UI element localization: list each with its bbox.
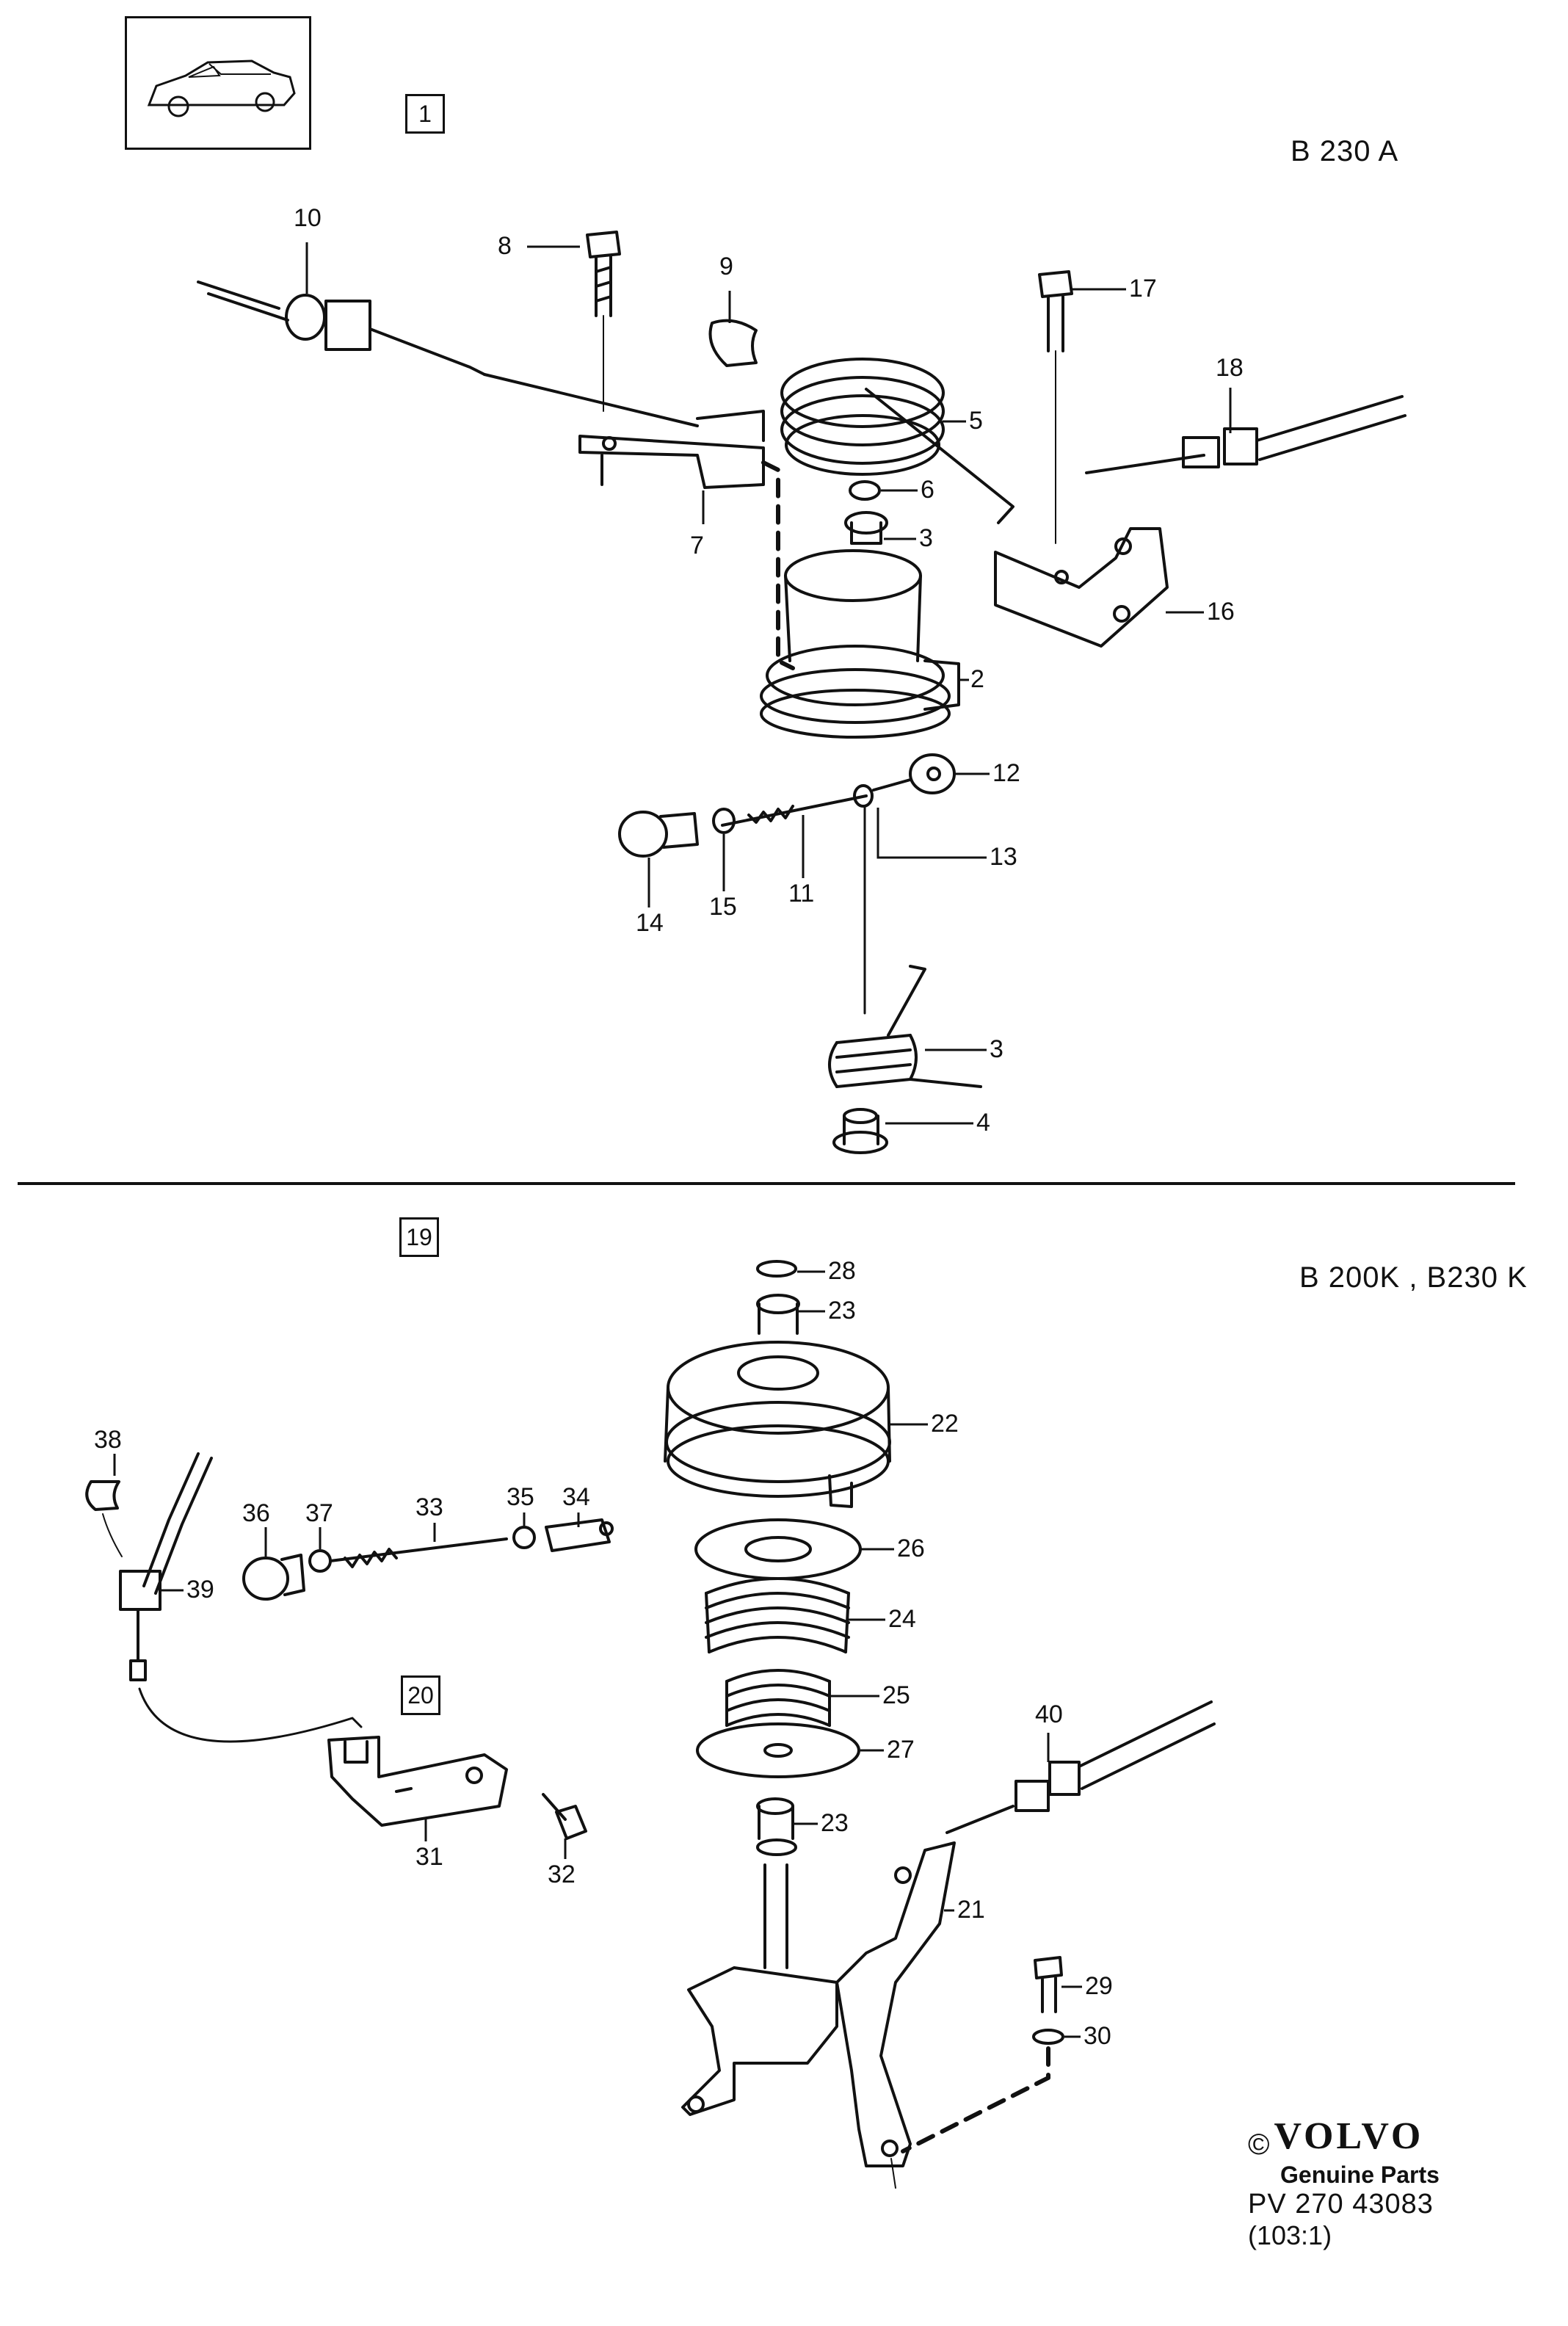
- callout-34: 34: [562, 1483, 590, 1511]
- callout-3-lower: 3: [990, 1035, 1003, 1063]
- cap-36: [242, 1557, 289, 1601]
- scale-reference: (103:1): [1248, 2220, 1332, 2251]
- cable-40: [945, 1805, 1015, 1834]
- callout-13: 13: [990, 843, 1017, 871]
- callout-37: 37: [305, 1499, 333, 1527]
- vehicle-thumbnail: [125, 16, 311, 150]
- callout-33: 33: [415, 1493, 443, 1521]
- bracket-31: [327, 1736, 508, 1827]
- bracket-21: [681, 1966, 838, 2116]
- callout-12: 12: [992, 759, 1020, 787]
- section-box-1: 1: [405, 94, 445, 134]
- footer: ©VOLVO Genuine Parts PV 270 43083 (103:1…: [1248, 2115, 1440, 2251]
- callout-25: 25: [882, 1681, 910, 1709]
- callout-18: 18: [1216, 354, 1244, 382]
- spring-25: [725, 1669, 831, 1727]
- callout-36: 36: [242, 1499, 270, 1527]
- callout-22: 22: [931, 1410, 959, 1438]
- callout-3-upper: 3: [919, 524, 933, 552]
- callout-10: 10: [294, 204, 322, 232]
- cap-14: [618, 811, 668, 858]
- bolt-17: [1038, 270, 1073, 298]
- callout-15: 15: [709, 893, 737, 921]
- section-box-19: 19: [399, 1217, 439, 1257]
- callout-21: 21: [957, 1896, 985, 1924]
- callout-23-upper: 23: [828, 1297, 856, 1325]
- copyright-symbol: ©: [1248, 2128, 1270, 2162]
- rod-11: [721, 794, 868, 827]
- return-spring: [835, 1034, 912, 1088]
- brand-logo: VOLVO: [1274, 2115, 1424, 2157]
- spring-24: [705, 1577, 850, 1653]
- callout-4: 4: [976, 1109, 990, 1137]
- callout-24: 24: [888, 1605, 916, 1633]
- cable-39: [142, 1452, 213, 1595]
- callout-11: 11: [788, 880, 815, 907]
- callout-32: 32: [548, 1861, 576, 1888]
- tagline: Genuine Parts: [1280, 2162, 1440, 2189]
- circlip-28: [756, 1260, 797, 1278]
- callout-31: 31: [415, 1843, 443, 1871]
- engine-model-label-top: B 230 A: [1291, 135, 1399, 167]
- callout-6: 6: [921, 476, 934, 504]
- callout-27: 27: [887, 1736, 915, 1764]
- callout-30: 30: [1084, 2022, 1111, 2050]
- callout-14: 14: [636, 909, 664, 937]
- bracket-7: [578, 435, 765, 489]
- clip-38: [85, 1480, 120, 1511]
- clip-9: [708, 319, 758, 367]
- callout-35: 35: [507, 1483, 534, 1511]
- callout-29: 29: [1085, 1972, 1113, 2000]
- callout-16: 16: [1207, 598, 1235, 626]
- car-icon: [147, 59, 296, 117]
- engine-model-label-bottom: B 200K , B230 K: [1299, 1261, 1528, 1294]
- throttle-cable: [197, 280, 289, 322]
- brand-line: ©VOLVO: [1248, 2115, 1440, 2162]
- part-reference: PV 270 43083: [1248, 2189, 1434, 2220]
- bolt-32: [555, 1805, 587, 1840]
- callout-23-lower: 23: [821, 1809, 849, 1837]
- callout-40: 40: [1035, 1700, 1063, 1728]
- callout-39: 39: [186, 1576, 214, 1604]
- callout-26: 26: [897, 1535, 925, 1562]
- callout-7: 7: [690, 532, 704, 559]
- shaft: [763, 1863, 788, 1969]
- section-divider: [18, 1182, 1515, 1185]
- callout-17: 17: [1129, 275, 1157, 302]
- washer-27: [696, 1722, 860, 1778]
- bracket-16: [994, 527, 1169, 648]
- callout-9: 9: [719, 253, 733, 280]
- callout-38: 38: [94, 1426, 122, 1454]
- bolt-8: [586, 231, 621, 258]
- callout-2: 2: [970, 665, 984, 693]
- callout-28: 28: [828, 1257, 856, 1285]
- callout-8: 8: [498, 232, 512, 260]
- bolt-29: [1034, 1956, 1063, 1979]
- callout-5: 5: [969, 407, 983, 435]
- section-box-20: 20: [401, 1675, 440, 1715]
